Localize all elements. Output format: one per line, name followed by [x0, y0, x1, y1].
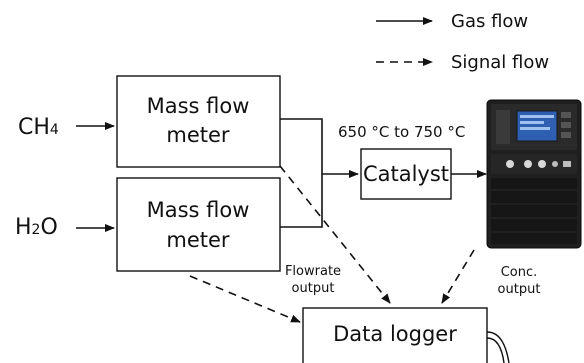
- legend-gas-flow-label: Gas flow: [451, 11, 528, 32]
- mass-flow-meter-bottom-label-line1: Mass flow: [147, 198, 250, 222]
- gas-line-top-merge: [280, 118, 323, 174]
- mass-flow-meter-bottom-box: [116, 177, 281, 272]
- mass-flow-meter-bottom-label-line2: meter: [166, 228, 230, 252]
- data-logger-cable: [486, 337, 505, 363]
- analyzer-knob: [524, 160, 532, 168]
- data-logger-label: Data logger: [333, 322, 457, 346]
- h2o-label: H2O: [15, 215, 58, 240]
- flowrate-output-label-line1: Flowrate: [285, 264, 341, 279]
- mass-flow-meter-top-label-line1: Mass flow: [147, 94, 250, 118]
- mass-flow-meter-top-label-line2: meter: [166, 123, 230, 147]
- temperature-label: 650 °C to 750 °C: [338, 123, 465, 141]
- signal-bottom-meter-to-logger: [189, 275, 301, 323]
- conc-output-label-line1: Conc.: [501, 265, 538, 280]
- mass-flow-meter-top-box: [116, 75, 281, 168]
- flowrate-output-label-line2: output: [292, 281, 335, 296]
- data-logger-box: [302, 307, 488, 363]
- legend-signal-flow-label: Signal flow: [451, 52, 549, 73]
- legend: Gas flow Signal flow: [376, 11, 549, 73]
- analyzer-knob: [506, 160, 514, 168]
- analyzer-knob: [552, 161, 558, 167]
- gas-analyzer-device: [486, 99, 582, 249]
- data-logger-cable: [486, 331, 510, 363]
- ch4-label: CH4: [18, 115, 59, 140]
- signal-analyzer-to-logger: [441, 249, 475, 304]
- signal-top-meter-to-logger: [279, 165, 391, 304]
- gas-line-bottom-merge: [280, 174, 323, 228]
- conc-output-label-line2: output: [498, 282, 541, 297]
- analyzer-knob: [538, 160, 546, 168]
- catalyst-box: [360, 148, 452, 200]
- catalyst-label: Catalyst: [363, 162, 449, 186]
